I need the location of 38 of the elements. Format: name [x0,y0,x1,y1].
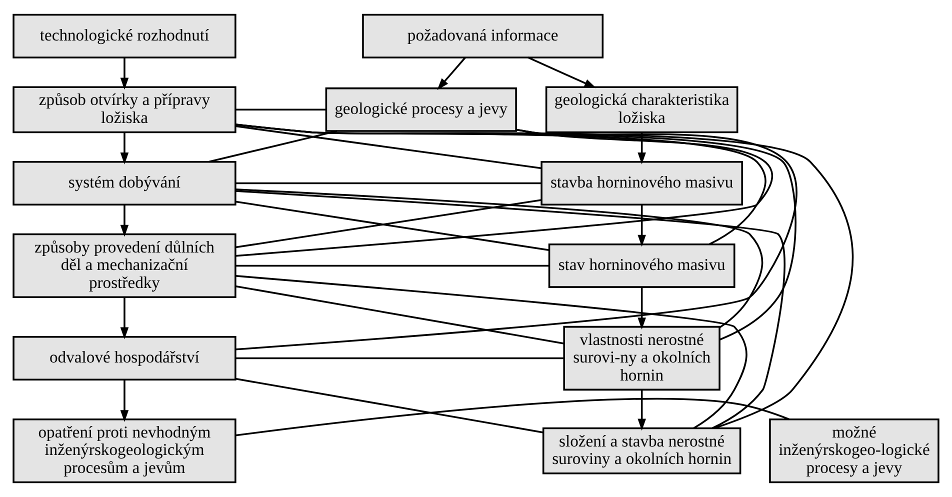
node-box: možné inženýrskogeo-logické procesy a jevy [769,418,940,484]
node-box: stavba horninového masivu [540,161,743,206]
node-box: opatření proti nevhodným inženýrskogeologickým procesům a jevům [12,418,236,484]
arrow [638,390,646,431]
connector [235,285,564,344]
connector [236,124,854,430]
arrow [120,297,129,340]
connector [235,378,544,434]
connector [236,108,326,111]
node-box: systém dobývání [12,161,236,206]
arrow [638,204,646,247]
connector [236,357,564,360]
connector [208,130,338,163]
node-box: složení a stavba nerostné suroviny a okolních hornin [542,427,742,474]
connector [235,125,542,170]
arrow [120,380,129,422]
arrow [120,58,129,90]
node-box: způsob otvírky a přípravy ložiska [12,86,236,134]
node-box: geologické procesy a jevy [325,87,517,132]
node-box: požadovaná informace [362,14,604,58]
node-box: stav horninového masivu [548,243,736,288]
node-box: vlastnosti nerostné surovi-ny a okolních hornin [563,326,720,391]
connector [236,190,786,430]
node-box: způsoby provedení důlních děl a mechanizační prostředky [12,233,236,298]
connector [235,275,748,429]
arrow [120,132,129,164]
arrow [528,56,596,88]
node-box: geologická charakteristika ložiska [545,86,738,134]
arrow [120,204,129,237]
node-box: odvalové hospodářství [12,336,236,380]
node-box: technologické rozhodnutí [12,14,236,58]
arrow [638,287,646,330]
connector [235,398,790,436]
connector [236,182,542,184]
arrow [638,132,646,164]
connector [236,264,549,267]
arrow [437,56,466,90]
connector [236,188,764,328]
